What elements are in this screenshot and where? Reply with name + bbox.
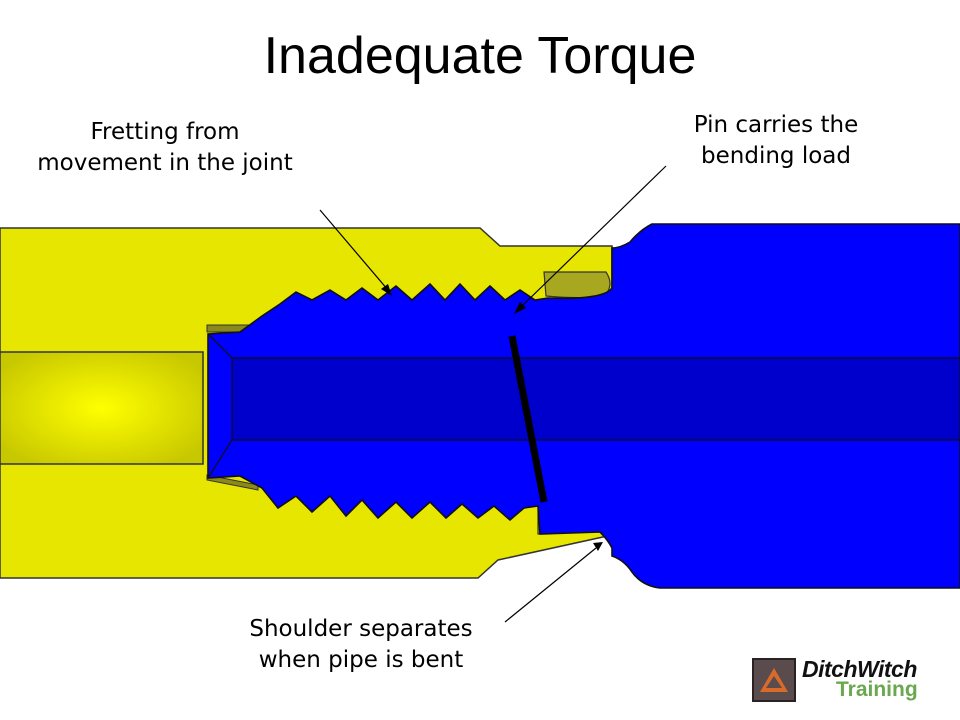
pin-line-1: Pin carries the: [693, 112, 859, 138]
pin-arrowhead: [514, 302, 526, 314]
shoulder-arrowhead: [593, 542, 603, 551]
pin-pointer: [521, 165, 667, 307]
pin-callout: Pin carries the bending load: [660, 110, 892, 172]
pin-bore-edge-bottom: [207, 439, 233, 479]
shoulder-callout: Shoulder separates when pipe is bent: [222, 614, 500, 676]
bending-line: [508, 335, 548, 503]
fretting-line-2: movement in the joint: [37, 150, 293, 176]
pin-line-2: bending load: [701, 143, 851, 169]
ditchwitch-logo: DitchWitch Training: [752, 656, 948, 704]
fretting-arrowhead: [381, 284, 392, 296]
logo-name: DitchWitch: [802, 656, 917, 682]
slide-title: Inadequate Torque: [263, 27, 697, 85]
logo-emblem-icon: [752, 658, 796, 702]
shoulder-line-1: Shoulder separates: [249, 616, 473, 642]
pin-bore-edge-top: [207, 333, 233, 359]
shoulder-line-2: when pipe is bent: [258, 647, 464, 673]
shoulder-pointer: [504, 547, 597, 623]
fretting-pointer: [319, 209, 389, 291]
box-bore-face: [0, 351, 204, 465]
box-recess-bottom: [206, 474, 259, 491]
fretting-line-1: Fretting from: [90, 119, 240, 145]
logo-subtitle: Training: [836, 678, 918, 701]
pin-bore: [231, 357, 960, 441]
fretting-callout: Fretting from movement in the joint: [10, 117, 320, 179]
box-shoulder-gap-top: [543, 271, 611, 299]
